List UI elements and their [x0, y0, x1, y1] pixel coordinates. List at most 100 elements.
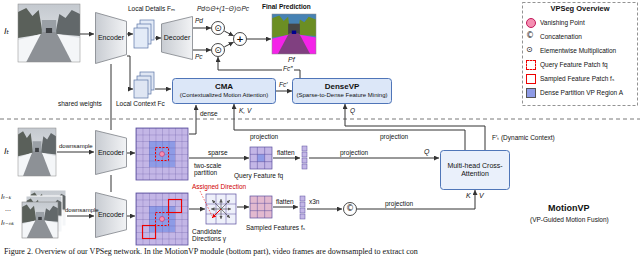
module-box: CMA(Contextualized Motion Attention): [172, 78, 276, 104]
annotation-label: projection: [340, 149, 368, 156]
operator-shape: [234, 33, 247, 46]
connector: [276, 91, 292, 92]
annotation-label: dense: [199, 110, 219, 117]
connector: [193, 50, 211, 51]
connector: [224, 42, 233, 47]
annotation-label: ⊙: [526, 45, 533, 55]
connector: [224, 31, 233, 36]
node-title: ⊙: [214, 24, 222, 33]
legend-text: Query Feature Patch fq: [540, 61, 608, 69]
connector: [193, 28, 211, 29]
operator-shape: [212, 22, 225, 35]
connector: [357, 190, 475, 209]
legend-text: Concatenation: [540, 33, 582, 41]
edge-label: Fc″: [282, 65, 294, 72]
annotation-label: Iₜ₋ₙₖ: [1, 219, 14, 227]
annotation-label: Sampled Features fₛ: [246, 224, 305, 231]
annotation-label: ...: [5, 205, 11, 213]
annotation-label: x3n: [309, 198, 319, 205]
concat-circle: ©: [343, 202, 357, 216]
annotation-label: F′ₜ (Dynamic Context): [492, 134, 555, 141]
node-subtitle: (Contextualized Motion Attention): [180, 92, 268, 99]
connector: [218, 57, 300, 78]
operator-shape: [212, 44, 225, 57]
node-title: ©: [346, 205, 354, 213]
legend-swatch: [526, 74, 536, 84]
legend-box: VPSeg OverviewVanishing PointConcatenati…: [522, 2, 638, 106]
edge-label: Pd: [195, 17, 203, 24]
annotation-label: Pd⊙Θ+(1−Θ)⊙Pc: [197, 5, 249, 12]
legend-text: Vanishing Point: [540, 19, 585, 27]
annotation-label: projection: [250, 133, 278, 140]
annotation-label: Iₜ: [4, 146, 9, 156]
node-title: ⊙: [214, 46, 222, 55]
annotation-label: shared weights: [58, 100, 102, 107]
connector: [234, 104, 465, 150]
annotation-label: flatten: [276, 198, 294, 205]
annotation-label: sparse: [208, 149, 228, 156]
annotation-label: Candidate Directions γ: [192, 228, 242, 243]
decoder-block: Decoder: [161, 16, 193, 60]
node-title: Decoder: [164, 34, 190, 42]
annotation-label: Local Context Fc: [116, 100, 165, 107]
box-shape: [293, 79, 392, 104]
node-title: VPSeg Overview: [550, 5, 609, 13]
node-title: Encoder: [98, 211, 124, 219]
edge-label: Pc: [195, 53, 203, 60]
node-title: Encoder: [98, 149, 124, 157]
encoder-block: Encoder: [95, 192, 127, 238]
annotation-label: Pf: [288, 56, 295, 64]
annotation-label: Query Feature fq: [234, 172, 283, 179]
node-title: +: [236, 35, 244, 44]
annotation-label: downsample: [59, 143, 93, 150]
legend-text: Sampled Feature Patch fₛ: [540, 75, 614, 83]
legend-swatch: [526, 60, 536, 70]
legend-swatch: [526, 88, 536, 98]
node-title: Encoder: [98, 34, 124, 42]
annotation-label: Iₜ₋ₖ: [1, 193, 12, 201]
box-shape: [173, 79, 276, 104]
annotation-label: V: [479, 192, 484, 200]
operator-circle: ⊙: [211, 43, 225, 57]
attention-box: Multi-head Cross-Attention: [440, 150, 510, 190]
node-title: DenseVP: [325, 83, 360, 92]
encoder-shape: [96, 13, 127, 64]
operator-shape: [344, 203, 357, 216]
annotation-label: Assigned Direction: [192, 183, 246, 190]
legend-text: Elementwise Multiplication: [540, 47, 616, 55]
operator-circle: ⊙: [211, 21, 225, 35]
figure-caption: Figure 2. Overview of our VPSeg network.…: [4, 247, 418, 256]
node-title: CMA: [215, 83, 233, 92]
edge-label: Fc′: [279, 81, 287, 88]
annotation-label: K: [466, 192, 471, 200]
connector: [111, 175, 112, 192]
node-title: Multi-head Cross-Attention: [444, 162, 506, 178]
annotation-label: Local Details Fₘ: [128, 5, 175, 12]
encoder-block: Encoder: [95, 12, 127, 64]
annotation-label: projection: [385, 200, 413, 207]
legend-swatch: [526, 18, 536, 28]
annotation-label: flatten: [277, 149, 295, 156]
connector: [111, 64, 112, 130]
encoder-block: Encoder: [95, 130, 127, 175]
annotation-label: Q: [424, 148, 429, 156]
annotation-label: ©: [526, 31, 534, 41]
annotation-label: projection: [380, 133, 408, 140]
annotation-label: downsample: [65, 207, 99, 214]
encoder-shape: [96, 131, 127, 175]
encoder-shape: [96, 193, 127, 238]
connector: [345, 104, 485, 150]
node-subtitle: (Sparse-to-Dense Feature Mining): [296, 92, 387, 99]
annotation-label: Iₜ: [4, 26, 9, 36]
annotation-label: two-scale partition: [194, 162, 238, 177]
edge-label: Q: [349, 107, 356, 114]
box-shape: [441, 151, 510, 190]
module-box: DenseVP(Sparse-to-Dense Feature Mining): [292, 78, 392, 104]
annotation-label: Final Prediction: [262, 3, 311, 10]
decoder-shape: [162, 17, 193, 60]
edge-label: K, V: [238, 107, 252, 114]
legend-frame: [523, 3, 638, 106]
annotation-label: (VP-Guided Motion Fusion): [530, 216, 609, 223]
operator-circle: +: [233, 32, 247, 46]
